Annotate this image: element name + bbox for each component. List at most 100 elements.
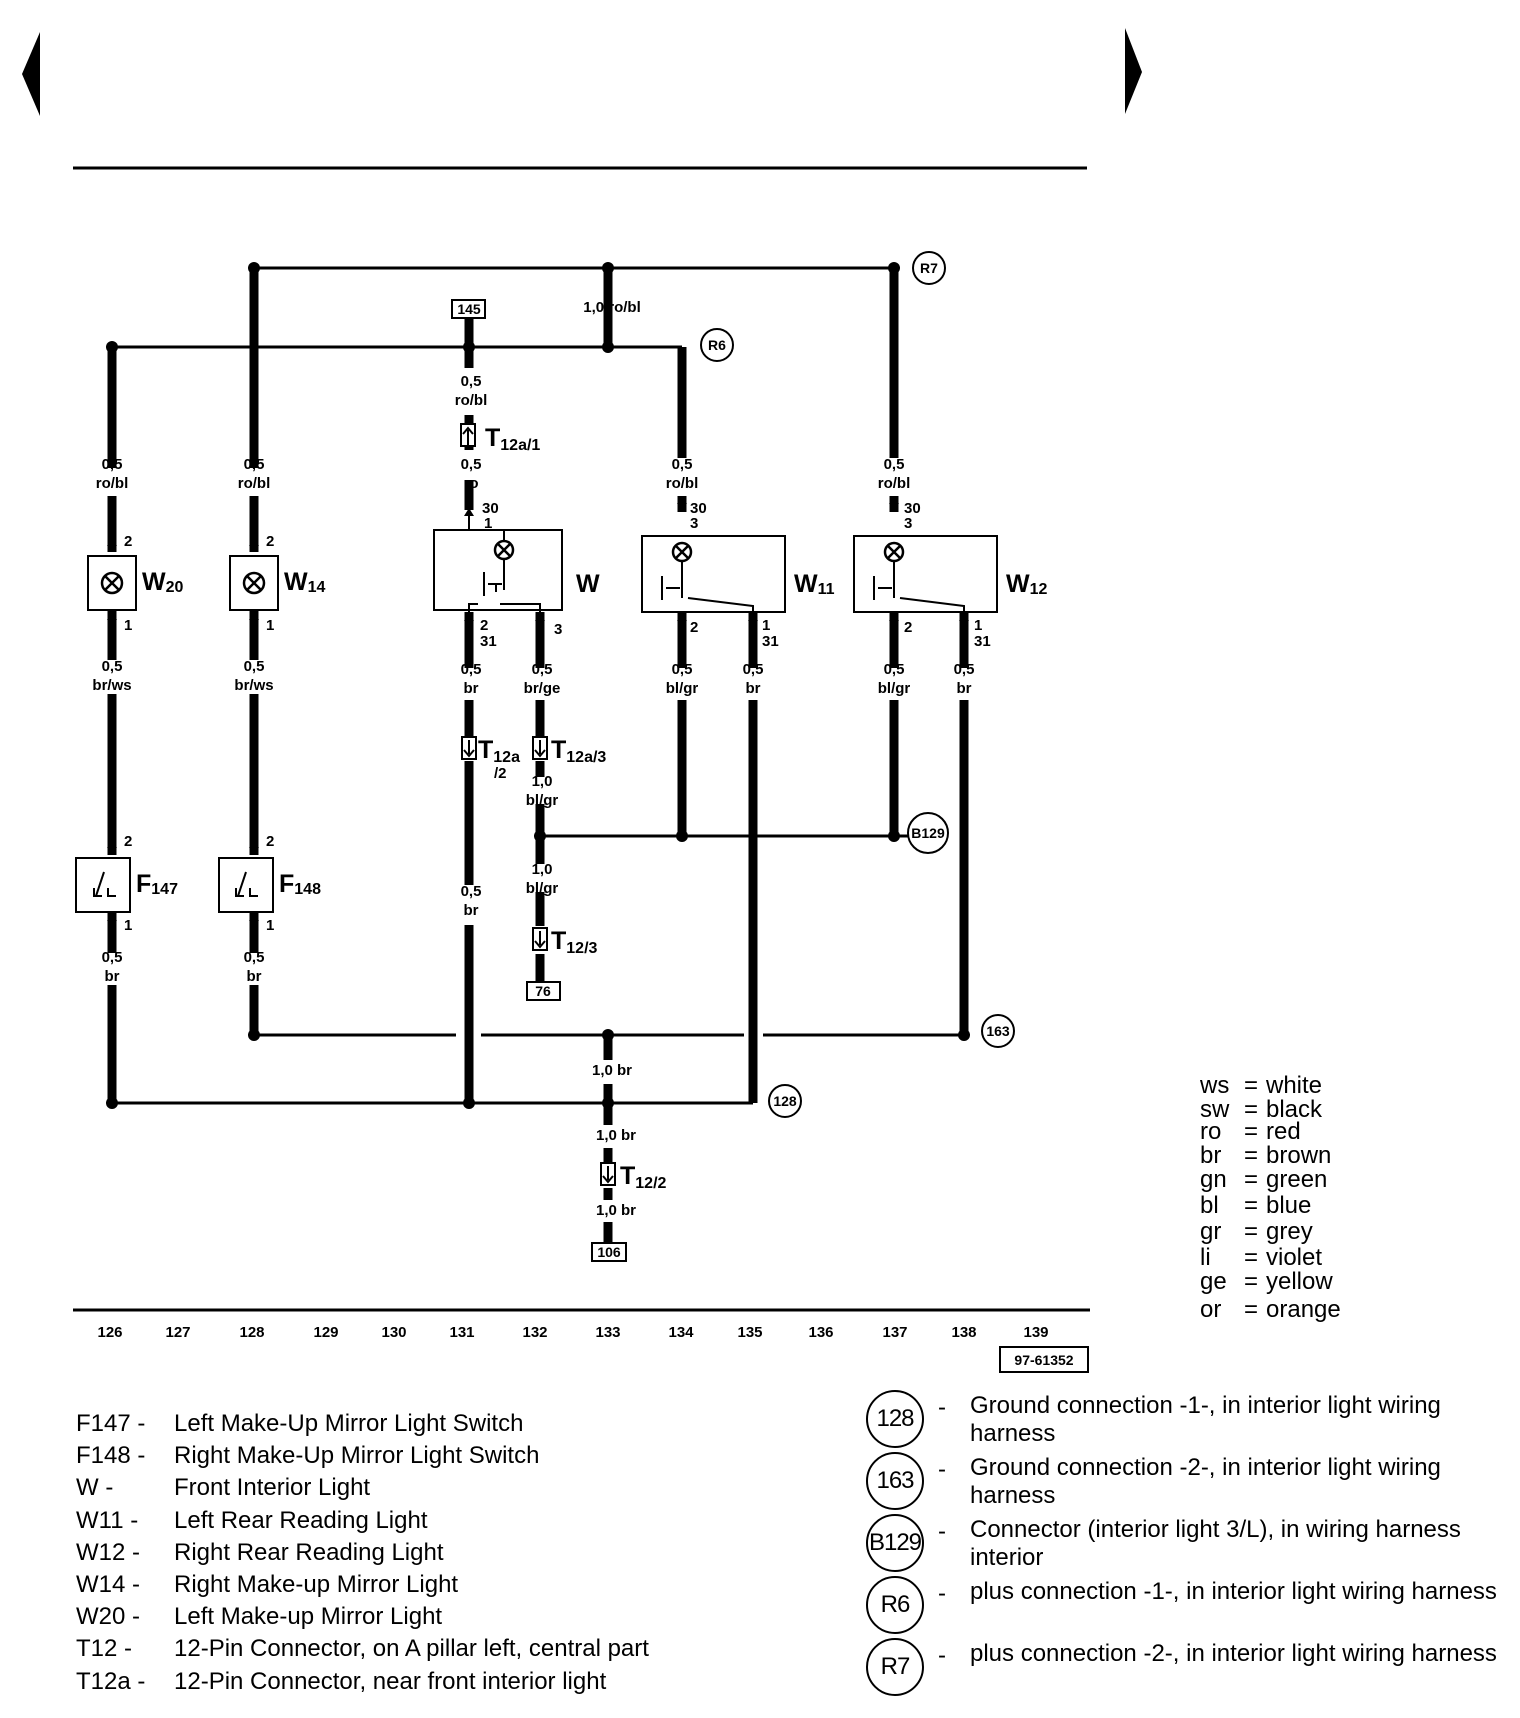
connection-key-row: 128 - Ground connection -1-, in interior… bbox=[866, 1390, 1506, 1452]
svg-text:0,5: 0,5 bbox=[461, 373, 482, 390]
svg-text:W12: W12 bbox=[1006, 570, 1048, 598]
legend-row: gr=grey bbox=[1200, 1218, 1313, 1245]
legend-row: bl=blue bbox=[1200, 1192, 1312, 1219]
lamp-w11: 30 3 2 1 31 W11 bbox=[641, 496, 835, 650]
connection-key-row: 163 - Ground connection -2-, in interior… bbox=[866, 1452, 1506, 1514]
svg-text:bl/gr: bl/gr bbox=[878, 680, 911, 697]
svg-text:128: 128 bbox=[773, 1093, 797, 1109]
connection-key-circle: 163 bbox=[866, 1452, 924, 1510]
svg-text:W11: W11 bbox=[794, 570, 835, 598]
svg-text:31: 31 bbox=[762, 633, 779, 650]
svg-text:F148: F148 bbox=[279, 870, 321, 898]
connection-circle-b129: B129 bbox=[907, 812, 949, 854]
svg-text:126: 126 bbox=[97, 1324, 122, 1341]
svg-text:76: 76 bbox=[535, 983, 551, 999]
svg-text:30: 30 bbox=[690, 500, 707, 517]
svg-text:97-61352: 97-61352 bbox=[1014, 1352, 1073, 1368]
svg-text:1,0 br: 1,0 br bbox=[592, 1062, 632, 1079]
svg-text:W14: W14 bbox=[284, 568, 326, 596]
previous-page-arrow-icon[interactable] bbox=[22, 32, 40, 116]
svg-text:133: 133 bbox=[595, 1324, 620, 1341]
svg-text:1: 1 bbox=[974, 617, 982, 634]
svg-text:163: 163 bbox=[986, 1023, 1010, 1039]
junction-dots bbox=[106, 262, 970, 1109]
svg-text:T12a/3: T12a/3 bbox=[551, 736, 606, 766]
connection-key-circle: R7 bbox=[866, 1638, 924, 1696]
svg-text:0,5: 0,5 bbox=[672, 661, 693, 678]
svg-text:2: 2 bbox=[690, 619, 698, 636]
reference-box-76: 76 bbox=[526, 981, 561, 1001]
svg-text:br/ws: br/ws bbox=[234, 677, 273, 694]
svg-text:1,0 br: 1,0 br bbox=[596, 1127, 636, 1144]
svg-text:1: 1 bbox=[266, 917, 274, 934]
svg-text:128: 128 bbox=[239, 1324, 264, 1341]
wire-label-top-bus: 1,0 ro/bl bbox=[583, 299, 641, 316]
svg-text:br: br bbox=[464, 902, 479, 919]
svg-text:2: 2 bbox=[266, 533, 274, 550]
legend-row: li=violet bbox=[1200, 1244, 1323, 1271]
lamp-w20: 2 1 W20 bbox=[87, 533, 184, 634]
connection-key-circle: R6 bbox=[866, 1576, 924, 1634]
svg-text:134: 134 bbox=[668, 1324, 694, 1341]
svg-text:1: 1 bbox=[484, 515, 492, 532]
reference-box-106: 106 bbox=[591, 1242, 627, 1262]
svg-text:br: br bbox=[247, 968, 262, 985]
svg-text:0,5: 0,5 bbox=[102, 949, 123, 966]
svg-text:0,5: 0,5 bbox=[461, 883, 482, 900]
key-row: F147 -Left Make-Up Mirror Light Switch bbox=[76, 1410, 524, 1437]
connector-t12a-2: T12a /2 bbox=[461, 736, 520, 782]
svg-text:ro/bl: ro/bl bbox=[666, 475, 699, 492]
legend-row: ro=red bbox=[1200, 1118, 1301, 1145]
svg-text:br: br bbox=[464, 680, 479, 697]
svg-text:ro: ro bbox=[464, 475, 479, 492]
svg-text:1,0 br: 1,0 br bbox=[596, 1202, 636, 1219]
key-row: W20 -Left Make-up Mirror Light bbox=[76, 1603, 443, 1631]
legend-row: ge=yellow bbox=[1200, 1268, 1333, 1295]
svg-text:0,5: 0,5 bbox=[884, 661, 905, 678]
next-page-arrow-icon[interactable] bbox=[1125, 28, 1142, 114]
key-row: T12 -12-Pin Connector, on A pillar left,… bbox=[76, 1635, 649, 1663]
svg-text:139: 139 bbox=[1023, 1324, 1048, 1341]
svg-text:0,5: 0,5 bbox=[672, 456, 693, 473]
svg-text:W: W bbox=[576, 570, 600, 598]
svg-text:0,5: 0,5 bbox=[884, 456, 905, 473]
svg-text:1: 1 bbox=[124, 917, 132, 934]
drawing-id-box: 97-61352 bbox=[999, 1346, 1089, 1373]
svg-text:136: 136 bbox=[808, 1324, 833, 1341]
legend-row: sw=black bbox=[1200, 1096, 1323, 1123]
svg-text:30: 30 bbox=[904, 500, 921, 517]
svg-text:0,5: 0,5 bbox=[743, 661, 764, 678]
svg-text:1: 1 bbox=[762, 617, 770, 634]
svg-text:F147: F147 bbox=[136, 870, 178, 898]
svg-text:31: 31 bbox=[480, 633, 497, 650]
svg-text:130: 130 bbox=[381, 1324, 406, 1341]
svg-text:145: 145 bbox=[457, 301, 481, 317]
svg-text:0,5: 0,5 bbox=[102, 658, 123, 675]
connection-key-circle: 128 bbox=[866, 1390, 924, 1448]
connector-t12a-1: T12a/1 bbox=[460, 423, 540, 454]
svg-text:1,0: 1,0 bbox=[532, 861, 553, 878]
svg-text:br: br bbox=[957, 680, 972, 697]
connection-key-row: R7 - plus connection -2-, in interior li… bbox=[866, 1638, 1506, 1700]
svg-text:2: 2 bbox=[124, 833, 132, 850]
lamp-w-front: 30 1 2 31 3 W bbox=[433, 500, 600, 650]
svg-text:129: 129 bbox=[313, 1324, 338, 1341]
key-row: T12a -12-Pin Connector, near front inter… bbox=[76, 1667, 607, 1695]
legend-row: gn=green bbox=[1200, 1166, 1328, 1193]
svg-text:bl/gr: bl/gr bbox=[666, 680, 699, 697]
svg-text:1: 1 bbox=[124, 617, 132, 634]
svg-text:137: 137 bbox=[882, 1324, 907, 1341]
svg-text:0,5: 0,5 bbox=[244, 949, 265, 966]
svg-text:B129: B129 bbox=[911, 825, 945, 841]
connection-key-row: R6 - plus connection -1-, in interior li… bbox=[866, 1576, 1506, 1638]
svg-text:2: 2 bbox=[124, 533, 132, 550]
connector-t12-3: T12/3 bbox=[532, 927, 598, 957]
switch-f148: 2 1 F148 bbox=[218, 833, 321, 934]
key-row: W11 -Left Rear Reading Light bbox=[76, 1506, 428, 1534]
connection-circle-r6: R6 bbox=[700, 328, 734, 362]
svg-text:br/ws: br/ws bbox=[92, 677, 131, 694]
wires bbox=[107, 266, 969, 1243]
svg-text:R7: R7 bbox=[920, 260, 938, 276]
legend-row: or=orange bbox=[1200, 1296, 1341, 1323]
